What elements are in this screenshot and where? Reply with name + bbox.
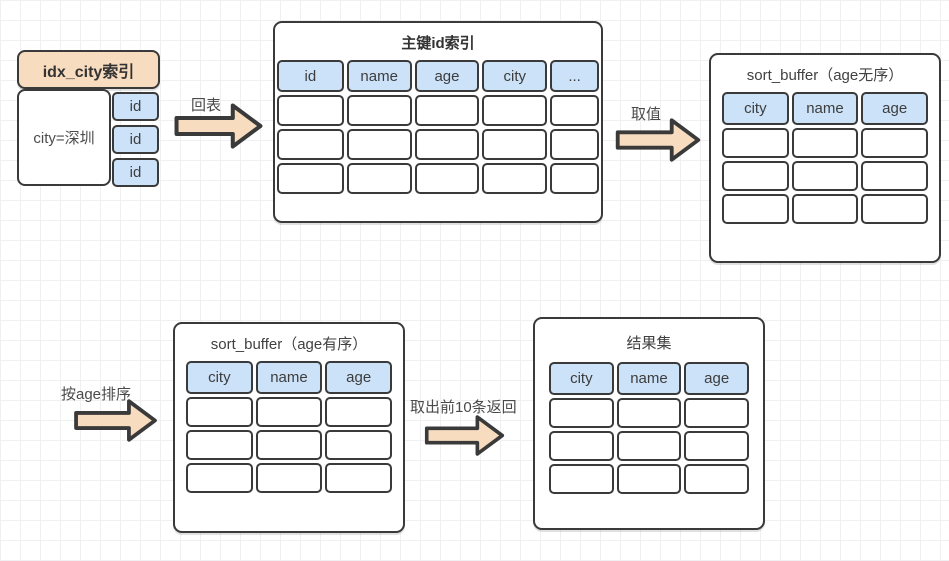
- empty-row-cell: [550, 95, 599, 126]
- empty-row-cell: [722, 128, 789, 158]
- empty-row-cell: [861, 128, 928, 158]
- id-pointer-cell: id: [112, 92, 159, 121]
- idx-city-id-column: id id id: [112, 92, 159, 187]
- column-header-city: city: [549, 362, 614, 395]
- empty-row-cell: [549, 398, 614, 428]
- sort-buffer-unsorted-title: sort_buffer（age无序）: [746, 67, 904, 84]
- column-header-name: name: [255, 361, 323, 394]
- empty-row-cell: [550, 129, 599, 160]
- empty-row-cell: [255, 430, 323, 460]
- column-header-age: age: [684, 362, 749, 395]
- column-header-etc: ...: [550, 60, 599, 92]
- id-pointer-cell: id: [112, 158, 159, 187]
- column-header-city: city: [186, 361, 253, 394]
- arrow-label-back-to-table: 回表: [191, 97, 222, 114]
- empty-row-cell: [482, 163, 548, 194]
- column-header-name: name: [346, 60, 412, 92]
- right-block-arrow-icon: [424, 415, 505, 456]
- empty-row-cell: [861, 161, 928, 191]
- empty-row-cell: [346, 129, 412, 160]
- empty-row-cell: [684, 464, 749, 494]
- column-header-city: city: [722, 92, 789, 125]
- column-header-name: name: [616, 362, 682, 395]
- idx-city-index-header: idx_city索引: [17, 50, 160, 89]
- empty-row-cell: [186, 397, 253, 427]
- empty-row-cell: [684, 431, 749, 461]
- empty-row-cell: [277, 129, 344, 160]
- empty-row-cell: [346, 163, 412, 194]
- empty-row-cell: [482, 129, 548, 160]
- column-header-age: age: [861, 92, 928, 125]
- idx-city-key-box: city=深圳: [17, 89, 111, 186]
- empty-row-cell: [616, 431, 682, 461]
- empty-row-cell: [722, 194, 789, 224]
- empty-row-cell: [346, 95, 412, 126]
- column-header-age: age: [325, 361, 392, 394]
- empty-row-cell: [255, 463, 323, 493]
- empty-row-cell: [616, 398, 682, 428]
- empty-row-cell: [550, 163, 599, 194]
- empty-row-cell: [277, 163, 344, 194]
- column-header-id: id: [277, 60, 344, 92]
- arrow-label-fetch-values: 取值: [631, 106, 662, 123]
- id-pointer-cell: id: [112, 125, 159, 154]
- sort-buffer-sorted-title: sort_buffer（age有序）: [210, 336, 368, 353]
- empty-row-cell: [186, 430, 253, 460]
- arrow-label-sort-by-age: 按age排序: [61, 386, 132, 403]
- right-block-arrow-icon: [615, 118, 701, 162]
- right-block-arrow-icon: [174, 103, 263, 149]
- empty-row-cell: [791, 161, 859, 191]
- empty-row-cell: [414, 129, 480, 160]
- column-header-age: age: [414, 60, 480, 92]
- primary-index-table-title: 主键id索引: [401, 35, 475, 52]
- empty-row-cell: [255, 397, 323, 427]
- arrow-label-return-top10: 取出前10条返回: [410, 399, 517, 416]
- empty-row-cell: [277, 95, 344, 126]
- empty-row-cell: [549, 431, 614, 461]
- empty-row-cell: [414, 163, 480, 194]
- empty-row-cell: [414, 95, 480, 126]
- empty-row-cell: [186, 463, 253, 493]
- empty-row-cell: [791, 128, 859, 158]
- empty-row-cell: [791, 194, 859, 224]
- empty-row-cell: [549, 464, 614, 494]
- right-block-arrow-icon: [74, 399, 157, 442]
- empty-row-cell: [616, 464, 682, 494]
- empty-row-cell: [325, 397, 392, 427]
- empty-row-cell: [325, 430, 392, 460]
- column-header-city: city: [482, 60, 548, 92]
- empty-row-cell: [861, 194, 928, 224]
- idx-city-key-label: city=深圳: [33, 130, 95, 147]
- empty-row-cell: [722, 161, 789, 191]
- result-set-title: 结果集: [626, 335, 672, 352]
- empty-row-cell: [684, 398, 749, 428]
- empty-row-cell: [482, 95, 548, 126]
- empty-row-cell: [325, 463, 392, 493]
- column-header-name: name: [791, 92, 859, 125]
